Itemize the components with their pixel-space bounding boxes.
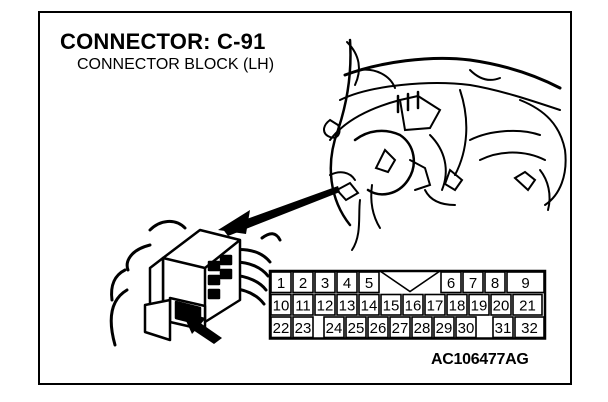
- pin-label-2: 2: [299, 275, 307, 292]
- pin-cell-23: [292, 316, 314, 339]
- pin-label-7: 7: [469, 275, 477, 292]
- pin-label-6: 6: [447, 275, 455, 292]
- pin-cell-10: [270, 293, 292, 316]
- pin-label-27: 27: [392, 320, 409, 337]
- pin-label-31: 31: [495, 320, 512, 337]
- pin-cell-14: [358, 293, 380, 316]
- pin-label-28: 28: [414, 320, 431, 337]
- pin-cell-9: [506, 271, 545, 294]
- pin-label-19: 19: [471, 297, 488, 314]
- connector-pointer-arrow: [182, 312, 222, 344]
- pin-label-17: 17: [427, 297, 444, 314]
- pin-cell-24: [323, 316, 345, 339]
- pin-cell-2: [292, 271, 314, 294]
- pin-cell-32: [514, 316, 545, 339]
- pin-label-21: 21: [519, 297, 536, 314]
- pin-label-5: 5: [365, 275, 373, 292]
- pin-label-13: 13: [339, 297, 356, 314]
- pin-cell-7: [462, 271, 484, 294]
- pin-cell-27: [389, 316, 411, 339]
- pin-label-22: 22: [273, 320, 290, 337]
- pin-cell-31: [492, 316, 514, 339]
- pin-cell-26: [367, 316, 389, 339]
- pin-cell-28: [411, 316, 433, 339]
- pin-label-9: 9: [521, 275, 529, 292]
- pin-cell-29: [433, 316, 455, 339]
- pin-label-3: 3: [321, 275, 329, 292]
- harness-wires: [109, 220, 282, 347]
- pin-label-24: 24: [326, 320, 343, 337]
- pin-cell-5: [358, 271, 380, 294]
- pin-cell-11: [292, 293, 314, 316]
- pin-label-25: 25: [348, 320, 365, 337]
- pin-label-12: 12: [317, 297, 334, 314]
- pin-cell-3: [314, 271, 336, 294]
- pin-label-11: 11: [295, 297, 311, 314]
- pin-label-14: 14: [361, 297, 378, 314]
- pin-cell-20: [490, 293, 512, 316]
- pin-cell-12: [314, 293, 336, 316]
- pin-cell-13: [336, 293, 358, 316]
- figure-code: AC106477AG: [431, 351, 529, 368]
- connector-title: CONNECTOR: C-91: [60, 29, 266, 54]
- pin-cell-4: [336, 271, 358, 294]
- pin-label-10: 10: [273, 297, 290, 314]
- pin-label-32: 32: [521, 320, 538, 337]
- pin-cell-1: [270, 271, 292, 294]
- pin-cell-15: [380, 293, 402, 316]
- dashboard-drawing: [323, 38, 567, 251]
- pinout-outline: [268, 269, 547, 340]
- pin-cell-18: [446, 293, 468, 316]
- location-arrow: [218, 186, 340, 236]
- pin-cell-8: [484, 271, 506, 294]
- pin-label-20: 20: [493, 297, 510, 314]
- pin-label-15: 15: [383, 297, 400, 314]
- pin-label-4: 4: [343, 275, 351, 292]
- pin-label-18: 18: [449, 297, 466, 314]
- pin-cell-17: [424, 293, 446, 316]
- pin-label-29: 29: [436, 320, 453, 337]
- pin-cell-21: [512, 293, 543, 316]
- pin-label-16: 16: [405, 297, 422, 314]
- pin-cell-22: [270, 316, 292, 339]
- pin-label-26: 26: [370, 320, 387, 337]
- pin-label-8: 8: [491, 275, 499, 292]
- pin-label-1: 1: [277, 275, 285, 292]
- pinout-key-notch: [379, 270, 441, 293]
- pin-label-23: 23: [295, 320, 312, 337]
- pin-cell-30: [455, 316, 477, 339]
- pin-cell-16: [402, 293, 424, 316]
- pin-label-30: 30: [458, 320, 475, 337]
- connector-subtitle: CONNECTOR BLOCK (LH): [77, 56, 275, 73]
- pin-cell-25: [345, 316, 367, 339]
- pin-cell-6: [440, 271, 462, 294]
- pin-cell-19: [468, 293, 490, 316]
